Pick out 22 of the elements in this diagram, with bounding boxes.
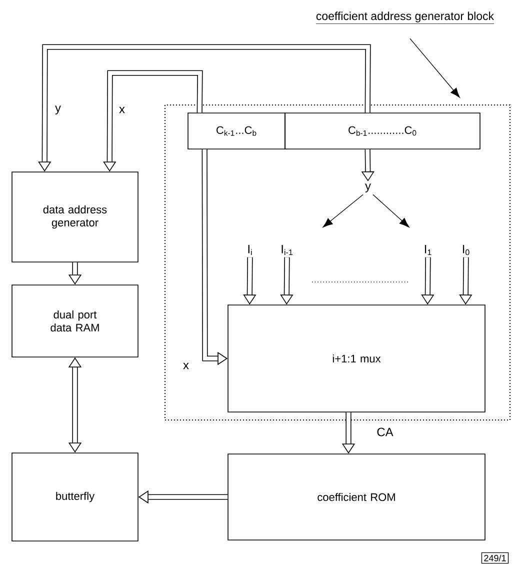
signal-label: y — [365, 184, 371, 192]
leader-arrow — [410, 38, 460, 98]
edge-label: x — [118, 106, 126, 114]
block-box: butterfly — [12, 452, 138, 542]
input-label: I$_{i}$ — [248, 244, 252, 256]
rom-box: coefficient ROM — [228, 454, 486, 540]
block-box: dual port data RAM — [12, 284, 138, 358]
mux-box: i+1:1 mux — [228, 304, 486, 412]
edge-label: x — [182, 362, 190, 370]
edge-label: y — [54, 104, 62, 116]
input-label: I$_{i-1}$ — [282, 244, 292, 256]
block-box: data address generator — [12, 172, 138, 262]
arrow — [322, 194, 364, 228]
register-field: C$_{b-1}$............C$_{0}$ — [284, 112, 480, 150]
block-title: coefficient address generator block — [316, 12, 494, 24]
input-label: I$_{1}$ — [424, 244, 432, 256]
edge-label: CA — [376, 426, 394, 438]
input-label: I$_{0}$ — [462, 244, 470, 256]
register-field: C$_{k-1}$...C$_{b}$ — [188, 112, 286, 150]
figure-number-box: 249/1 — [481, 552, 509, 564]
arrow — [372, 194, 410, 228]
dotted-block-outline — [164, 104, 510, 420]
